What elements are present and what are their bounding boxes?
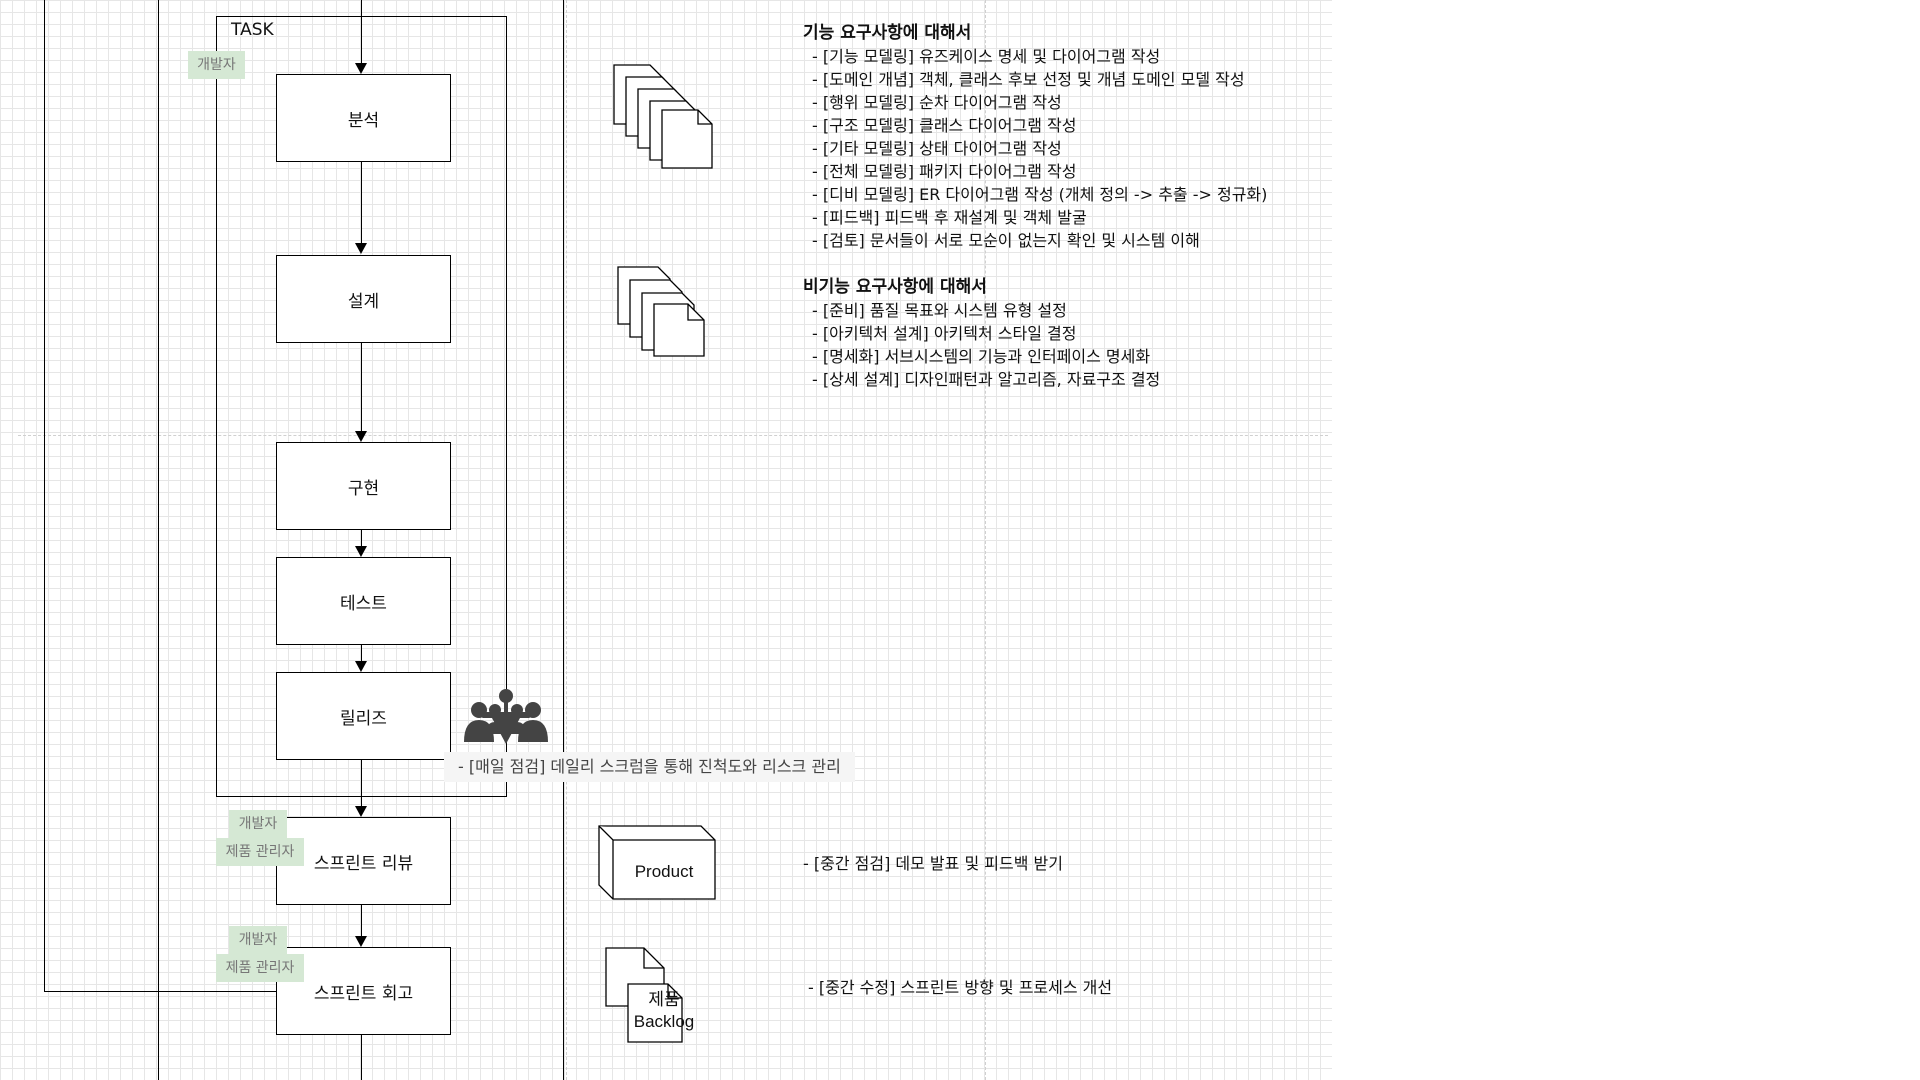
arrowhead bbox=[355, 661, 367, 672]
review-note[interactable]: - [중간 점검] 데모 발표 및 피드백 받기 bbox=[803, 854, 1063, 873]
arrowhead bbox=[355, 63, 367, 74]
functional-requirements-note[interactable]: 기능 요구사항에 대해서 - [기능 모델링] 유즈케이스 명세 및 다이어그램… bbox=[803, 18, 1267, 252]
step-test[interactable]: 테스트 bbox=[276, 557, 451, 645]
document-stack-icon bbox=[613, 64, 713, 169]
note-item: - [기타 모델링] 상태 다이어그램 작성 bbox=[812, 139, 1062, 158]
note-item: - [검토] 문서들이 서로 모순이 없는지 확인 및 시스템 이해 bbox=[812, 231, 1200, 250]
retrospective-note[interactable]: - [중간 수정] 스프린트 방향 및 프로세스 개선 bbox=[808, 978, 1113, 997]
product-manager-role-tag: 제품 관리자 bbox=[216, 838, 304, 866]
note-stack-icon[interactable]: 제품 Backlog bbox=[604, 946, 704, 1046]
flow-connector bbox=[361, 905, 362, 937]
step-implementation[interactable]: 구현 bbox=[276, 442, 451, 530]
developer-role-tag: 개발자 bbox=[229, 926, 287, 954]
flow-connector bbox=[361, 0, 362, 64]
arrowhead bbox=[355, 806, 367, 817]
backlog-label-line1: 제품 bbox=[648, 990, 679, 1009]
note-item: - [디비 모델링] ER 다이어그램 작성 (개체 정의 -> 추출 -> 정… bbox=[812, 185, 1268, 204]
note-item: - [명세화] 서브시스템의 기능과 인터페이스 명세화 bbox=[812, 347, 1151, 366]
step-release[interactable]: 릴리즈 bbox=[276, 672, 451, 760]
page-guide-horizontal bbox=[18, 435, 1328, 436]
note-item: - [준비] 품질 목표와 시스템 유형 설정 bbox=[812, 301, 1067, 320]
developer-role-tag: 개발자 bbox=[229, 810, 287, 838]
canvas-blank-area bbox=[1332, 0, 1920, 1080]
arrowhead bbox=[355, 546, 367, 557]
note-item: - [전체 모델링] 패키지 다이어그램 작성 bbox=[812, 162, 1077, 181]
flow-connector bbox=[361, 760, 362, 807]
arrowhead bbox=[355, 936, 367, 947]
flow-connector bbox=[361, 645, 362, 662]
step-sprint-retrospective[interactable]: 스프린트 회고 bbox=[276, 947, 451, 1035]
arrowhead bbox=[355, 243, 367, 254]
daily-scrum-note[interactable]: - [매일 점검] 데일리 스크럼을 통해 진척도와 리스크 관리 bbox=[444, 752, 855, 782]
page-guide-vertical bbox=[985, 0, 986, 1080]
step-analysis[interactable]: 분석 bbox=[276, 74, 451, 162]
note-item: - [상세 설계] 디자인패턴과 알고리즘, 자료구조 결정 bbox=[812, 370, 1161, 389]
page-guide-vertical bbox=[566, 0, 567, 1080]
note-item: - [도메인 개념] 객체, 클래스 후보 선정 및 개념 도메인 모델 작성 bbox=[812, 70, 1245, 89]
note-item: - [기능 모델링] 유즈케이스 명세 및 다이어그램 작성 bbox=[812, 47, 1161, 66]
loop-back-line bbox=[44, 0, 45, 991]
step-sprint-review[interactable]: 스프린트 리뷰 bbox=[276, 817, 451, 905]
note-item: - [행위 모델링] 순차 다이어그램 작성 bbox=[812, 93, 1062, 112]
product-manager-role-tag: 제품 관리자 bbox=[216, 954, 304, 982]
step-design[interactable]: 설계 bbox=[276, 255, 451, 343]
functional-requirements-title: 기능 요구사항에 대해서 bbox=[803, 23, 972, 43]
loop-back-line bbox=[44, 991, 276, 992]
note-item: - [아키텍처 설계] 아키텍처 스타일 결정 bbox=[812, 324, 1077, 343]
developer-role-tag: 개발자 bbox=[188, 51, 245, 79]
team-meeting-icon bbox=[464, 689, 548, 744]
swimlane-border bbox=[158, 0, 159, 1080]
flow-connector bbox=[361, 1035, 362, 1080]
swimlane-border bbox=[563, 0, 564, 1080]
cube-icon[interactable]: Product bbox=[598, 825, 716, 901]
note-item: - [피드백] 피드백 후 재설계 및 객체 발굴 bbox=[812, 208, 1087, 227]
task-group-label: TASK bbox=[231, 20, 274, 40]
nonfunctional-requirements-title: 비기능 요구사항에 대해서 bbox=[803, 277, 987, 297]
backlog-label-line2: Backlog bbox=[634, 1012, 694, 1031]
flow-connector bbox=[361, 530, 362, 547]
flow-connector bbox=[361, 343, 362, 432]
nonfunctional-requirements-note[interactable]: 비기능 요구사항에 대해서 - [준비] 품질 목표와 시스템 유형 설정 - … bbox=[803, 272, 1160, 391]
flow-connector bbox=[361, 162, 362, 244]
arrowhead bbox=[355, 431, 367, 442]
document-stack-icon bbox=[617, 266, 705, 357]
note-item: - [구조 모델링] 클래스 다이어그램 작성 bbox=[812, 116, 1077, 135]
product-label: Product bbox=[635, 862, 694, 881]
